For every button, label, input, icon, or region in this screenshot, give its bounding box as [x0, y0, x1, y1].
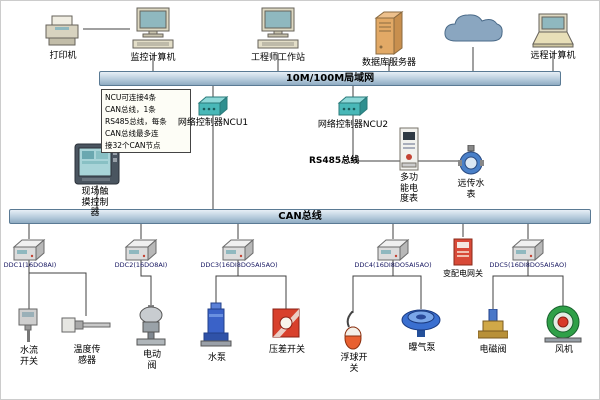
water-meter-label: 远传水表 — [457, 179, 485, 200]
database-server-icon — [373, 9, 405, 57]
water-pump-label: 水泵 — [207, 353, 226, 363]
ncu-note-box: NCU可连接4条 CAN总线，1条 RS485总线，每条 CAN总线最多连 接3… — [101, 89, 191, 153]
ddc5-label: DDC5(16DI8DO5AI5AO) — [489, 261, 567, 269]
ncu2-icon — [336, 95, 370, 117]
power-gateway-label: 变配电网关 — [443, 269, 483, 278]
ddc3-label: DDC3(16DI8DO5AI5AO) — [200, 261, 278, 269]
solenoid-valve-icon — [477, 308, 509, 343]
float-switch-icon — [339, 310, 367, 351]
note-line: CAN总线最多连 — [105, 129, 159, 138]
pressure-switch-label: 压差开关 — [268, 345, 305, 355]
ddc3-icon — [220, 238, 256, 262]
float-switch-label: 浮球开关 — [340, 353, 368, 374]
engineer-workstation-icon — [255, 7, 301, 51]
note-line: NCU可连接4条 — [105, 93, 157, 102]
printer-icon — [43, 15, 81, 47]
can-bus-label: CAN总线 — [278, 210, 322, 222]
electric-valve-label: 电动阀 — [142, 350, 161, 371]
touch-panel-label: 现场触摸控制器 — [81, 187, 109, 219]
note-line: CAN总线，1条 — [105, 105, 156, 114]
ddc5-icon — [510, 238, 546, 262]
pressure-switch-icon — [271, 307, 301, 341]
temp-sensor-icon — [61, 314, 111, 338]
fan-label: 风机 — [554, 345, 573, 355]
power-meter-label: 多功能电度表 — [399, 173, 418, 205]
network-cloud-icon — [442, 11, 504, 49]
ddc1-label: DDC1(16DO8AI) — [3, 261, 57, 269]
touch-panel-icon — [74, 143, 120, 185]
solenoid-valve-label: 电磁阀 — [479, 345, 507, 355]
note-line: 接32个CAN节点 — [105, 141, 161, 150]
ncu2-label: 网络控制器NCU2 — [317, 120, 389, 130]
ddc1-icon — [11, 238, 47, 262]
can-bus: CAN总线 — [9, 209, 591, 224]
flow-switch-label: 水流开关 — [19, 346, 38, 367]
fan-icon — [542, 305, 584, 343]
aeration-pump-label: 曝气泵 — [408, 343, 436, 353]
power-gateway-icon — [451, 237, 475, 267]
aeration-pump-icon — [400, 307, 442, 339]
note-line: RS485总线，每条 — [105, 117, 167, 126]
temp-sensor-label: 温度传感器 — [73, 345, 101, 366]
printer-label: 打印机 — [49, 51, 77, 61]
water-pump-icon — [200, 302, 232, 350]
database-server-label: 数据库服务器 — [361, 58, 416, 68]
ddc2-label: DDC2(16DO8AI) — [114, 261, 168, 269]
engineer-workstation-label: 工程师工作站 — [250, 53, 305, 63]
monitor-computer-label: 监控计算机 — [130, 53, 176, 63]
ddc4-label: DDC4(16DI8DO5AI5AO) — [354, 261, 432, 269]
power-meter-icon — [397, 127, 421, 171]
ddc2-icon — [123, 238, 159, 262]
ncu1-label: 网络控制器NCU1 — [177, 118, 249, 128]
lan-bus-label: 10M/100M局域网 — [285, 72, 375, 84]
rs485-bus-label: RS485总线 — [309, 156, 360, 166]
remote-computer-icon — [530, 13, 576, 49]
flow-switch-icon — [15, 307, 41, 343]
monitor-computer-icon — [130, 7, 176, 51]
electric-valve-icon — [135, 305, 167, 347]
ncu1-icon — [196, 95, 230, 117]
remote-computer-label: 远程计算机 — [530, 51, 576, 61]
ddc4-icon — [375, 238, 411, 262]
lan-bus: 10M/100M局域网 — [99, 71, 561, 86]
water-meter-icon — [458, 144, 484, 177]
